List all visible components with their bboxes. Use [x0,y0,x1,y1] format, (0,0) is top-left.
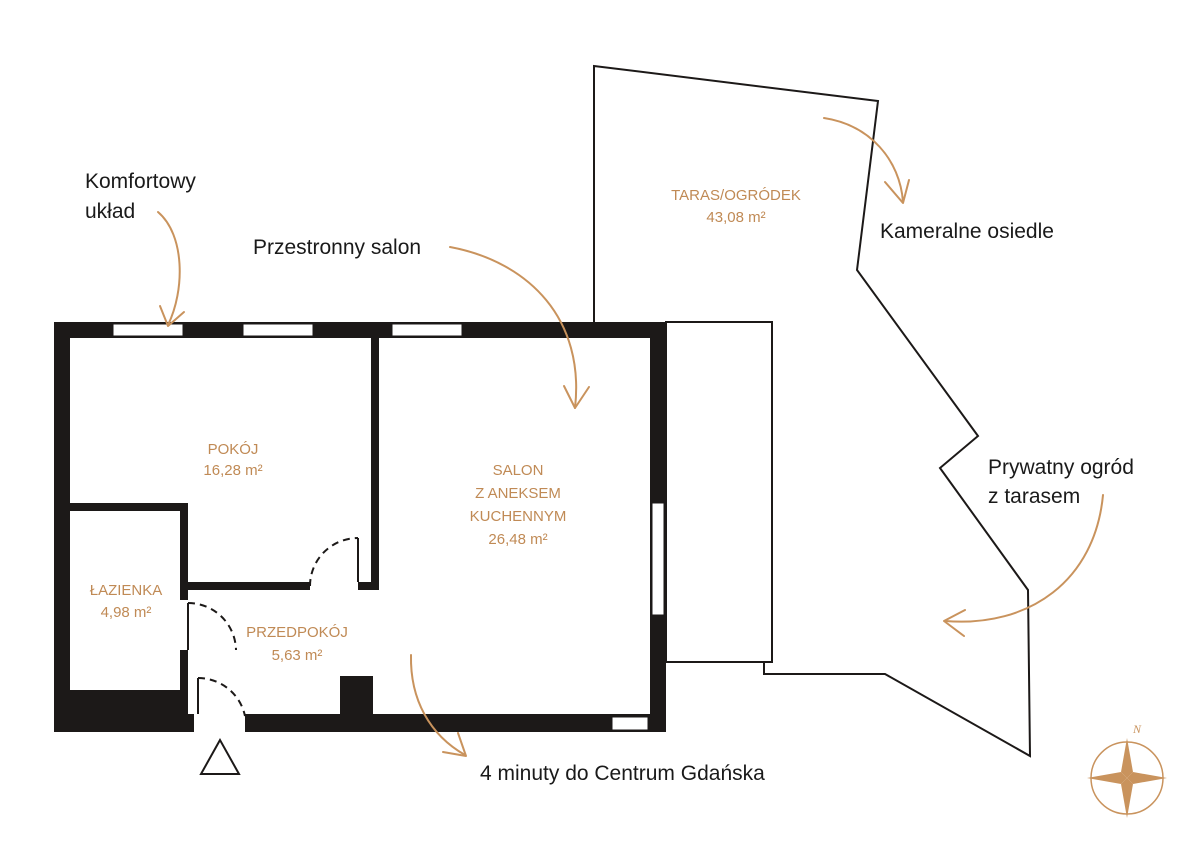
arrow-osiedle-icon [823,117,904,203]
callout-osiedle: Kameralne osiedle [880,220,1054,243]
door-lazienka [187,602,237,651]
callouts: Komfortowy układ Przestronny salon Kamer… [85,170,1134,785]
arrow-komfortowy-icon [157,211,181,326]
doors [187,537,359,717]
garden-outline [593,64,1032,758]
taras-area: 43,08 m² [706,209,765,226]
lazienka-area: 4,98 m² [101,604,152,621]
terrace-slab [665,321,773,663]
window-salon-side [651,502,665,616]
room-labels: POKÓJ 16,28 m² SALON Z ANEKSEM KUCHENNYM… [90,187,801,664]
arrow-ogrod-icon [944,494,1104,623]
callout-arrows [157,117,1104,757]
arrow-centrum-icon [409,654,466,756]
window-salon-top [391,323,463,337]
door-entrance [197,676,246,717]
salon-name-line3: KUCHENNYM [470,508,567,525]
callout-centrum: 4 minuty do Centrum Gdańska [480,762,765,785]
callout-ogrod-line1: Prywatny ogród [988,456,1134,479]
walls [54,322,666,732]
compass-north-label: N [1132,722,1142,736]
compass-icon: N [1087,722,1167,818]
callout-ogrod-line2: z tarasem [988,485,1080,508]
przedpokoj-name: PRZEDPOKÓJ [246,624,348,641]
przedpokoj-area: 5,63 m² [272,647,323,664]
pokoj-area: 16,28 m² [203,462,262,479]
callout-komfortowy-line2: układ [85,200,135,223]
callout-salon: Przestronny salon [253,236,421,259]
lazienka-name: ŁAZIENKA [90,582,163,599]
door-pokoj [309,537,359,587]
salon-name-line2: Z ANEKSEM [475,485,561,502]
callout-komfortowy-line1: Komfortowy [85,170,196,193]
salon-name-line1: SALON [493,462,544,479]
salon-area: 26,48 m² [488,531,547,548]
arrow-salon-icon [449,246,578,409]
windows [112,323,665,731]
window-bottom [611,716,649,731]
window-pokoj-1 [112,323,184,337]
pokoj-name: POKÓJ [208,441,259,458]
entrance-arrow-icon [199,737,241,775]
window-pokoj-2 [242,323,314,337]
taras-name: TARAS/OGRÓDEK [671,187,801,204]
